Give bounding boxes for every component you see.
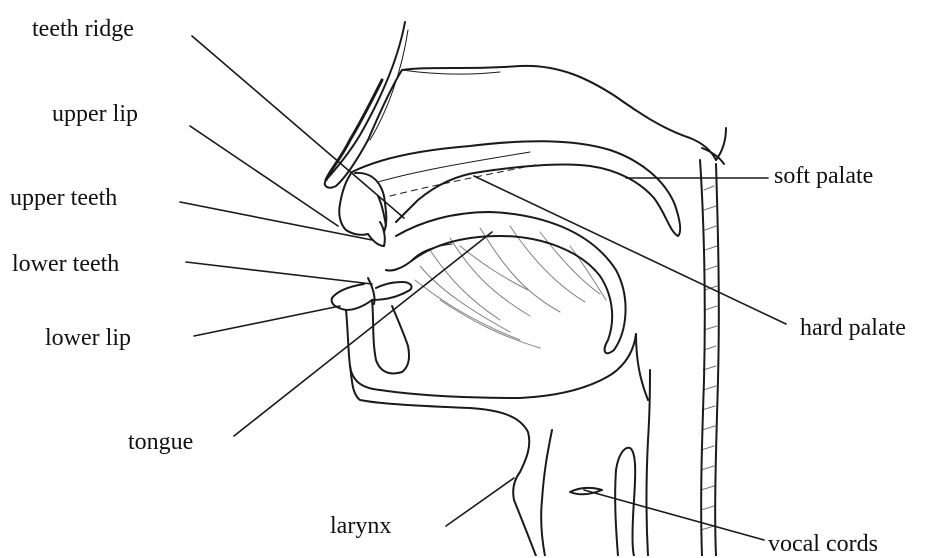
tongue-shape [386,212,626,353]
label-teeth-ridge: teeth ridge [32,15,134,43]
leader-lower-teeth [186,262,372,284]
leader-upper-lip [190,126,338,226]
hard-palate-shape [352,141,680,236]
leader-lines [180,36,786,540]
neck-outline [700,160,719,556]
label-lower-teeth: lower teeth [12,250,119,278]
leader-larynx [446,478,514,526]
leader-vocal-cords [584,490,764,540]
leader-tongue [234,232,492,436]
leader-hard-palate [474,176,786,324]
leader-teeth-ridge [192,36,404,218]
label-larynx: larynx [330,512,391,540]
label-hard-palate: hard palate [800,314,906,342]
label-tongue: tongue [128,428,193,456]
lower-lip-shape [332,278,412,390]
nose-outline [325,22,726,188]
label-upper-lip: upper lip [52,100,138,128]
leader-lower-lip [194,306,340,336]
label-soft-palate: soft palate [774,162,873,190]
label-upper-teeth: upper teeth [10,184,117,212]
label-lower-lip: lower lip [45,324,131,352]
label-vocal-cords: vocal cords [768,530,878,558]
throat-outline [350,334,650,556]
leader-upper-teeth [180,202,372,240]
